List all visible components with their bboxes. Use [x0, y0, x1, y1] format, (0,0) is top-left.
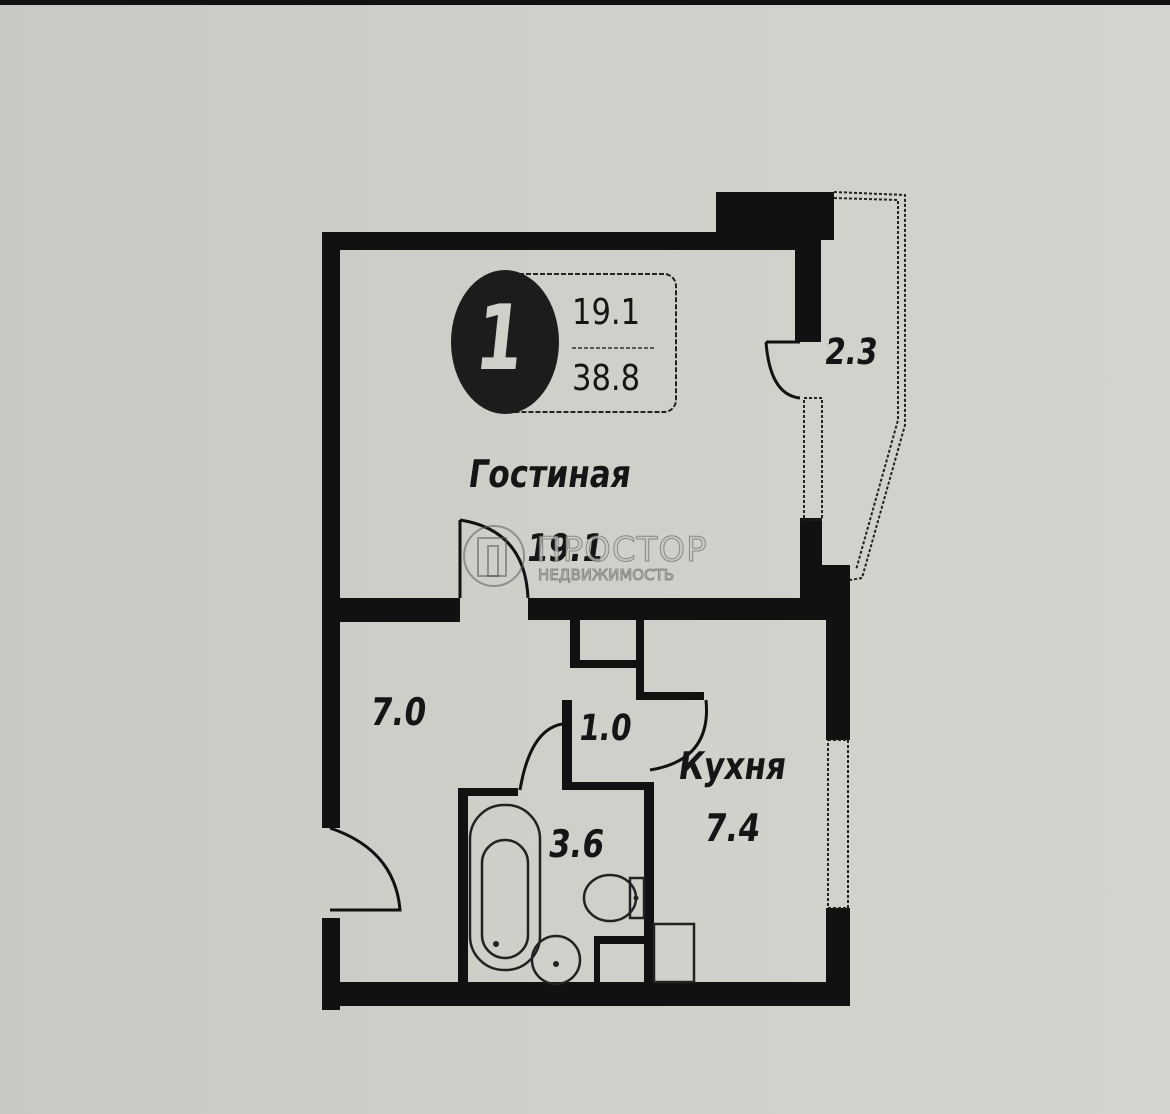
wall-right-upper: [795, 192, 821, 342]
door-balcony: [764, 340, 801, 400]
wall-top: [322, 232, 802, 250]
room-area-balcony: 2.3: [822, 332, 881, 373]
room-name-living: Гостиная: [465, 452, 635, 496]
door-kitchen: [649, 699, 709, 772]
sink: [530, 934, 582, 986]
room-area-kitchen: 7.4: [701, 806, 764, 850]
rooms-count: 1: [470, 286, 529, 391]
room-area-hallway: 7.0: [367, 690, 430, 734]
wall-partition-left: [322, 598, 460, 622]
door-living: [459, 518, 530, 599]
wall-right-mid: [800, 518, 822, 598]
door-entrance: [329, 826, 402, 912]
kitchen-counter: [652, 922, 696, 984]
paper-background: [0, 5, 1170, 1114]
area-badge-frame: [499, 273, 677, 413]
door-bath: [518, 722, 563, 791]
top-frame-bar: [0, 0, 1170, 5]
wall-partition-right: [528, 598, 828, 620]
room-name-kitchen: Кухня: [675, 744, 790, 788]
wall-left-upper: [322, 232, 340, 828]
window-kitchen: [827, 739, 849, 909]
watermark-subtitle: НЕДВИЖИМОСТЬ: [537, 566, 675, 585]
toilet: [582, 873, 638, 923]
room-area-closet: 1.0: [576, 708, 635, 749]
living-area-value: 19.1: [572, 292, 641, 333]
room-area-bathroom: 3.6: [545, 822, 608, 866]
bathtub: [468, 803, 542, 972]
balcony-outline: [833, 191, 906, 581]
watermark-brand: ПРОСТОР: [536, 530, 708, 571]
window-living: [803, 397, 823, 521]
wall-bottom: [322, 982, 850, 1006]
rooms-count-badge: [451, 270, 559, 414]
wall-kitchen-right-upper: [826, 598, 850, 740]
watermark-logo-icon: [463, 525, 525, 587]
total-area-value: 38.8: [572, 358, 641, 399]
